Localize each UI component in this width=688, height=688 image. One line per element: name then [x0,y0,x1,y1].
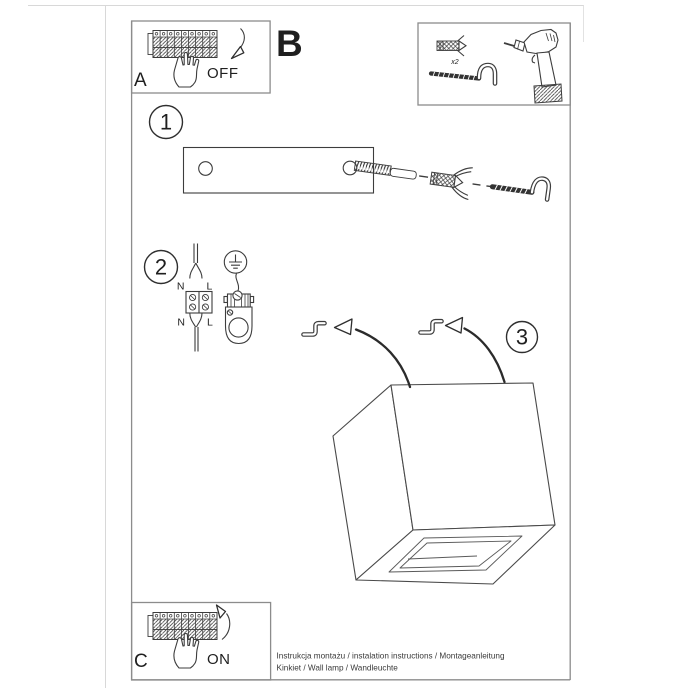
step-2-badge: 2 [143,249,179,285]
circuit-breaker-panel-icon [147,612,218,640]
terminal-block-wiring: N L N L [177,243,213,352]
section-c-label: C [134,651,148,672]
dash-line [472,183,491,188]
drill-icon [503,28,563,104]
hook-left-icon [304,323,325,334]
off-arrow-icon [230,28,245,60]
off-label: OFF [207,65,239,82]
dash-line [419,175,429,178]
anchor-quantity: x2 [450,59,459,66]
on-label: ON [207,651,231,668]
tools-box: x2 [417,22,571,106]
footer-line-2: Kinkiet / Wall lamp / Wandleuchte [277,664,399,673]
footer-caption: Instrukcja montażu / instalation instruc… [277,652,505,673]
step-3-number: 3 [516,325,528,350]
label-live-top: L [207,281,213,293]
step-2-number: 2 [155,255,167,280]
mounting-plate [182,146,375,194]
section-b-label: B [276,23,303,64]
tools-box-frame [417,22,571,106]
cube-lamp [332,382,556,585]
curved-arrow-left-icon [333,318,412,389]
panel-a-box [130,20,271,94]
on-arrow-icon [215,604,231,640]
footer-line-1: Instrukcja montażu / instalation instruc… [277,652,505,661]
wall-plug-icon [436,35,467,57]
ground-terminal-icon [223,273,255,345]
label-live-bottom: L [207,317,213,329]
panel-c-box [130,601,272,681]
page-edge-lines [28,5,584,688]
wall-plug-expanded-icon [429,167,473,201]
screw-icon [353,160,417,180]
panel-a: A OFF [130,20,271,94]
curved-arrow-right-icon [444,316,506,384]
screw-hook-step1-icon [489,176,552,202]
step-1-badge: 1 [148,104,184,140]
label-neutral-top: N [177,281,185,293]
step-1-number: 1 [160,110,172,135]
hook-right-icon [421,321,442,332]
main-frame [130,21,571,681]
step-3-badge: 3 [505,320,539,354]
step-1: 1 [148,104,552,202]
step-3: 3 [304,316,539,389]
panel-c: C ON [130,601,272,681]
label-neutral-bottom: N [177,317,185,329]
circuit-breaker-panel-icon [147,30,218,58]
earth-ground-symbol-icon [223,250,248,274]
screw-hook-icon [428,62,498,86]
step-2: 2 N L N L [143,243,255,352]
screw-plug-hook-assembly [353,160,552,202]
section-a-label: A [134,70,147,91]
